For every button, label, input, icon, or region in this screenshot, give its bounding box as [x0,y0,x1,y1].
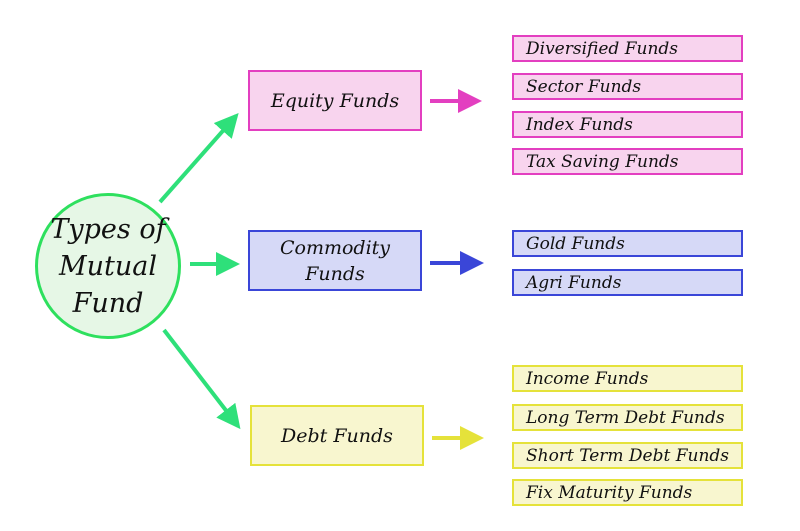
arrow-root-to-debt [162,328,241,430]
leaf-long-term-debt-funds: Long Term Debt Funds [512,404,743,431]
leaf-income-funds: Income Funds [512,365,743,392]
leaf-index-funds: Index Funds [512,111,743,138]
root-node: Types of Mutual Fund [35,193,181,339]
leaf-tax-saving-funds: Tax Saving Funds [512,148,743,175]
leaf-gold-funds: Gold Funds [512,230,743,257]
leaf-short-term-debt-funds: Short Term Debt Funds [512,442,743,469]
leaf-diversified-funds: Diversified Funds [512,35,743,62]
category-equity: Equity Funds [248,70,422,131]
leaf-fix-maturity-funds: Fix Maturity Funds [512,479,743,506]
leaf-sector-funds: Sector Funds [512,73,743,100]
category-equity-label: Equity Funds [270,89,400,112]
leaf-agri-funds: Agri Funds [512,269,743,296]
category-commodity: Commodity Funds [248,230,422,291]
category-debt-label: Debt Funds [281,424,393,447]
root-title: Types of Mutual Fund [50,213,166,319]
arrow-root-to-equity [158,113,239,204]
category-debt: Debt Funds [250,405,424,466]
category-commodity-label: Commodity Funds [279,236,391,285]
